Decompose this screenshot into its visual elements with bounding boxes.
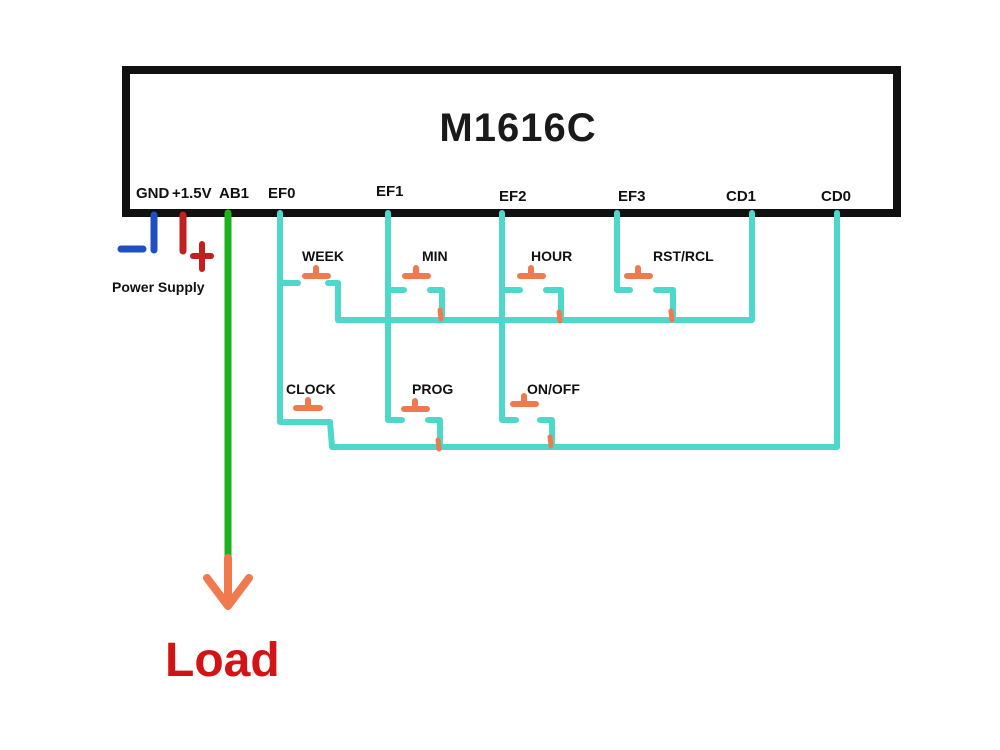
wire-cd0-bus bbox=[329, 210, 840, 450]
junction-rst bbox=[668, 308, 675, 323]
wire-week-out bbox=[325, 280, 341, 323]
button-min: MIN bbox=[402, 248, 448, 279]
pin-ef2-label: EF2 bbox=[499, 188, 527, 205]
wire-ef3 bbox=[614, 210, 633, 293]
button-min-label: MIN bbox=[422, 248, 448, 264]
junction-onoff bbox=[547, 434, 554, 449]
power-supply-label: Power Supply bbox=[112, 279, 205, 295]
button-week-label: WEEK bbox=[302, 248, 344, 264]
button-icon bbox=[293, 397, 323, 411]
chip-title: M1616C bbox=[439, 106, 596, 150]
pin-ab1-label: AB1 bbox=[219, 185, 249, 202]
wire-clock-out bbox=[327, 419, 335, 450]
wire-ef2 bbox=[499, 210, 519, 423]
button-icon bbox=[517, 265, 546, 279]
button-week: WEEK bbox=[302, 248, 344, 279]
pin-gnd-label: GND bbox=[136, 185, 170, 202]
button-on-off-label: ON/OFF bbox=[527, 381, 580, 397]
button-icon bbox=[402, 265, 431, 279]
button-rst-rcl: RST/RCL bbox=[624, 248, 714, 279]
button-prog: PROG bbox=[401, 381, 453, 412]
button-hour: HOUR bbox=[517, 248, 572, 279]
pin-ef1-label: EF1 bbox=[376, 183, 404, 200]
button-hour-label: HOUR bbox=[531, 248, 572, 264]
pin-1v5-label: +1.5V bbox=[172, 185, 212, 202]
chip-body bbox=[122, 66, 901, 217]
wire-ef1 bbox=[385, 210, 405, 423]
junction-prog bbox=[435, 437, 442, 452]
wire-prog-out bbox=[425, 417, 443, 450]
button-rst-rcl-label: RST/RCL bbox=[653, 248, 714, 264]
wiring bbox=[277, 210, 840, 450]
button-icon bbox=[510, 393, 539, 407]
button-clock-label: CLOCK bbox=[286, 381, 336, 397]
button-on-off: ON/OFF bbox=[510, 381, 580, 407]
junction-hour bbox=[556, 309, 563, 324]
button-icon bbox=[624, 265, 653, 279]
button-icon bbox=[302, 265, 331, 279]
pin-cd0-label: CD0 bbox=[821, 188, 851, 205]
button-clock: CLOCK bbox=[286, 381, 336, 411]
pin-ef0-label: EF0 bbox=[268, 185, 296, 202]
pin-ef3-label: EF3 bbox=[618, 188, 646, 205]
load-label: Load bbox=[165, 634, 280, 687]
button-prog-label: PROG bbox=[412, 381, 453, 397]
pin-cd1-label: CD1 bbox=[726, 188, 756, 205]
junction-min bbox=[437, 307, 444, 322]
power-supply: Power Supply bbox=[112, 211, 214, 295]
wire-hour-out bbox=[543, 287, 564, 323]
button-icon bbox=[401, 398, 430, 412]
wire-cd1-bus bbox=[335, 210, 755, 323]
